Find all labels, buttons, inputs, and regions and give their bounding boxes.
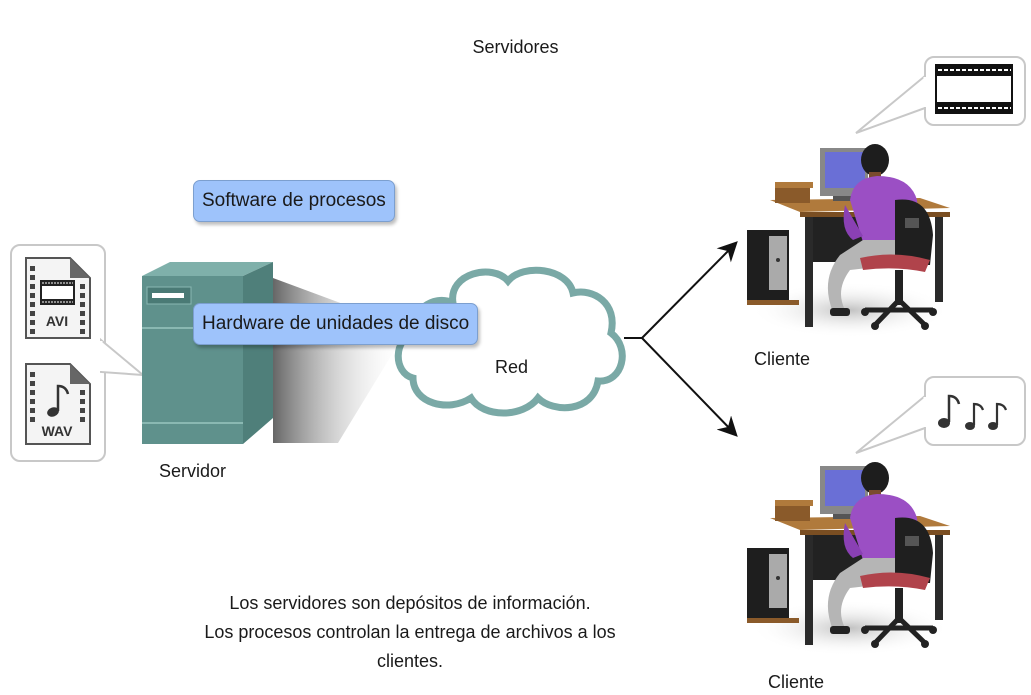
- caption-line-3: clientes.: [376, 651, 444, 671]
- film-strip-icon: [935, 64, 1013, 114]
- diagram-caption: Los servidores son depósitos de informac…: [130, 589, 690, 676]
- network-label: Red: [495, 357, 529, 377]
- video-file-icon: AVI: [25, 257, 91, 339]
- caption-line-1: Los servidores son depósitos de informac…: [229, 593, 591, 613]
- software-process-tag: Software de procesos: [193, 180, 395, 222]
- caption-line-2: Los procesos controlan la entrega de arc…: [204, 622, 616, 642]
- server-label: Servidor: [159, 461, 227, 481]
- hardware-disk-tag: Hardware de unidades de disco: [193, 303, 479, 345]
- client-2-label: Cliente: [768, 672, 825, 692]
- svg-text:AVI: AVI: [46, 313, 68, 329]
- audio-file-icon: WAV: [25, 363, 91, 445]
- music-notes-icon: [938, 394, 1008, 430]
- client-workstation-1-icon: [747, 144, 950, 338]
- arrow-to-client-2: [641, 337, 738, 437]
- client-workstation-2-icon: [747, 462, 950, 656]
- diagram-title: Servidores: [472, 37, 559, 57]
- svg-text:WAV: WAV: [42, 423, 74, 439]
- client-1-label: Cliente: [754, 349, 811, 369]
- arrow-to-client-1: [641, 241, 738, 339]
